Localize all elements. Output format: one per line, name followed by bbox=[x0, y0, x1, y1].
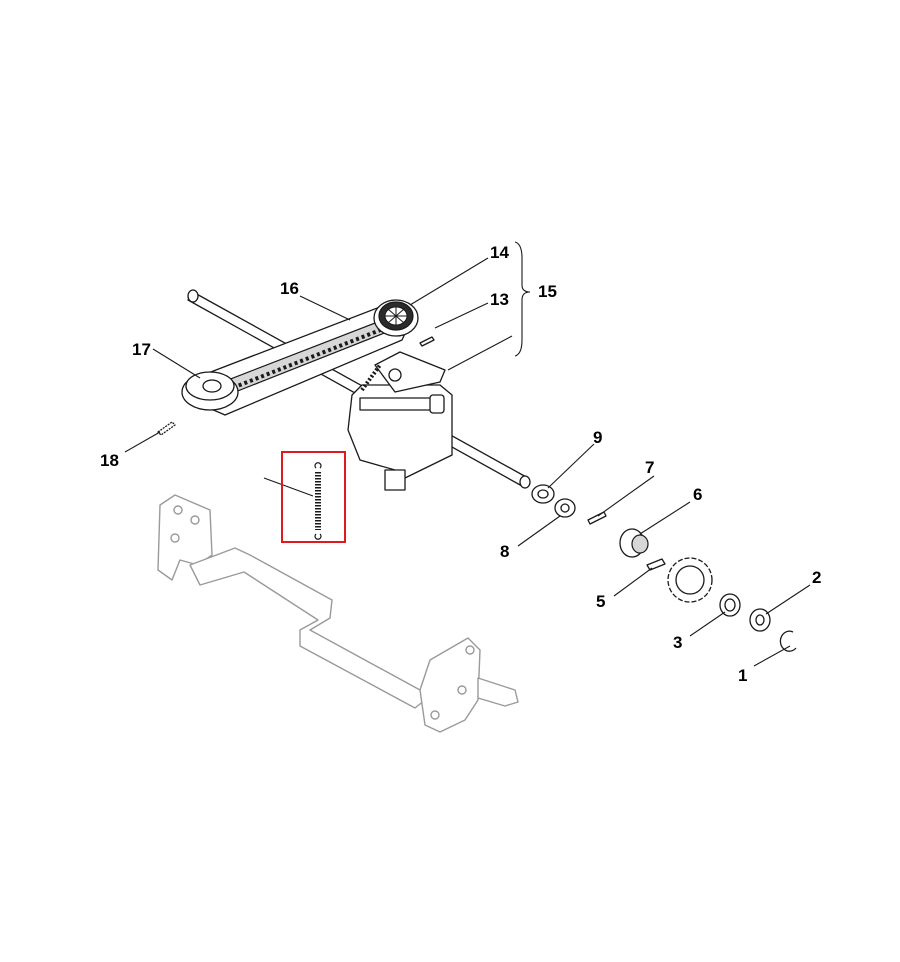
callout-8: 8 bbox=[500, 542, 509, 561]
drive-gear bbox=[667, 557, 713, 603]
large-pulley bbox=[373, 299, 419, 337]
pin-17 bbox=[157, 421, 176, 436]
handle-frame bbox=[157, 494, 519, 733]
callout-9: 9 bbox=[593, 428, 602, 447]
callout-labels: 14 13 15 16 17 18 9 7 6 8 5 2 3 1 bbox=[100, 243, 821, 685]
washer-2 bbox=[749, 608, 771, 632]
callout-1: 1 bbox=[738, 666, 747, 685]
callout-14: 15 bbox=[538, 282, 557, 301]
callout-12: 13 bbox=[490, 290, 509, 309]
spring-18 bbox=[314, 462, 322, 540]
gearbox bbox=[347, 351, 453, 491]
washer-9 bbox=[531, 484, 555, 504]
callout-15: 16 bbox=[280, 279, 299, 298]
circlip-1 bbox=[779, 630, 797, 652]
leader-lines bbox=[124, 241, 811, 667]
callout-7: 7 bbox=[645, 458, 654, 477]
washer-3 bbox=[719, 593, 741, 617]
washer-8 bbox=[554, 498, 576, 518]
callout-17: 18 bbox=[100, 451, 119, 470]
callout-16: 17 bbox=[132, 340, 151, 359]
pin-12 bbox=[419, 336, 435, 347]
small-pulley bbox=[181, 371, 239, 411]
highlight-box bbox=[281, 451, 346, 543]
key-5 bbox=[646, 558, 666, 571]
pin-7 bbox=[587, 511, 607, 525]
callout-5: 5 bbox=[596, 592, 605, 611]
callout-2: 2 bbox=[812, 568, 821, 587]
callout-3: 3 bbox=[673, 633, 682, 652]
belt-assembly bbox=[181, 299, 419, 416]
callout-6: 6 bbox=[693, 485, 702, 504]
callout-13: 14 bbox=[490, 243, 509, 262]
bushing-6 bbox=[619, 528, 649, 558]
